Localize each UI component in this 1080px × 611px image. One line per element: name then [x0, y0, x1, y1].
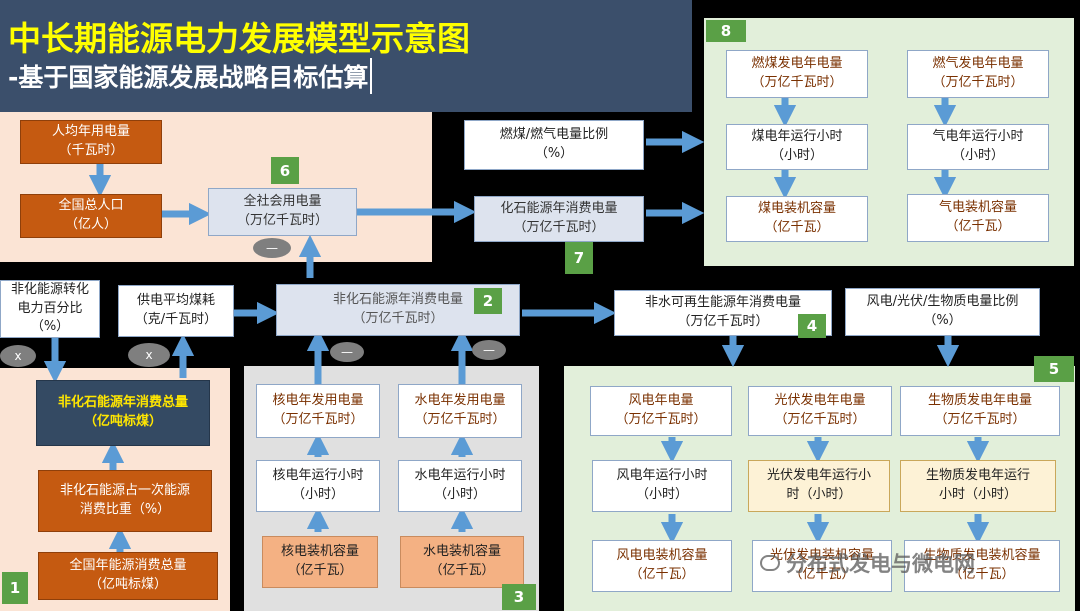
badge-4: 4	[798, 314, 826, 338]
badge-2: 2	[474, 288, 502, 314]
badge-5: 5	[1034, 356, 1074, 382]
page-title: 中长期能源电力发展模型示意图	[8, 19, 470, 58]
bio-hours-node: 生物质发电年运行 小时（小时）	[900, 460, 1056, 512]
watermark: 分布式发电与微电网	[760, 548, 975, 578]
supply-coal-consumption-node: 供电平均煤耗 （克/千瓦时）	[118, 285, 234, 337]
fossil-consumption-node: 化石能源年消费电量 （万亿千瓦时）	[474, 196, 644, 242]
population-node: 全国总人口 （亿人）	[20, 194, 162, 238]
bio-generation-node: 生物质发电年电量 （万亿千瓦时）	[900, 386, 1060, 436]
page-subtitle: -基于国家能源发展战略目标估算	[8, 58, 373, 94]
minus-operator-hydro: —	[472, 340, 506, 360]
badge-7: 7	[565, 242, 593, 274]
minus-operator: —	[253, 238, 291, 258]
coal-gas-ratio-node: 燃煤/燃气电量比例 （%）	[464, 120, 644, 170]
badge-1: 1	[2, 572, 28, 604]
chat-bubble-icon	[760, 555, 780, 571]
hydro-use-node: 水电年发用电量 （万亿千瓦时）	[398, 384, 522, 438]
wind-capacity-node: 风电电装机容量 （亿千瓦）	[592, 540, 732, 592]
national-total-node: 全国年能源消费总量 （亿吨标煤）	[38, 552, 218, 600]
hydro-capacity-node: 水电装机容量 （亿千瓦）	[400, 536, 524, 588]
pv-generation-node: 光伏发电年电量 （万亿千瓦时）	[748, 386, 892, 436]
nuclear-hours-node: 核电年运行小时 （小时）	[256, 460, 380, 512]
minus-operator-nuclear: —	[330, 342, 364, 362]
per-capita-power-node: 人均年用电量 （千瓦时）	[20, 120, 162, 164]
badge-3: 3	[502, 584, 536, 610]
coal-hours-node: 煤电年运行小时 （小时）	[726, 124, 868, 170]
nonfossil-share-node: 非化石能源占一次能源 消费比重（%）	[38, 470, 212, 532]
coal-capacity-node: 煤电装机容量 （亿千瓦）	[726, 196, 868, 242]
watermark-text: 分布式发电与微电网	[786, 552, 975, 576]
times-operator-coal: x	[128, 343, 170, 367]
badge-6: 6	[271, 157, 299, 184]
pv-hours-node: 光伏发电年运行小 时（小时）	[748, 460, 890, 512]
gas-hours-node: 气电年运行小时 （小时）	[907, 124, 1049, 170]
nonhydro-renewable-node: 非水可再生能源年消费电量 （万亿千瓦时）	[614, 290, 832, 336]
nuclear-capacity-node: 核电装机容量 （亿千瓦）	[262, 536, 378, 588]
badge-8: 8	[706, 20, 746, 42]
nonfossil-total-node: 非化石能源年消费总量 （亿吨标煤）	[36, 380, 210, 446]
wind-hours-node: 风电年运行小时 （小时）	[592, 460, 732, 512]
wind-solar-bio-ratio-node: 风电/光伏/生物质电量比例 （%）	[845, 288, 1040, 336]
hydro-hours-node: 水电年运行小时 （小时）	[398, 460, 522, 512]
nuclear-use-node: 核电年发用电量 （万亿千瓦时）	[256, 384, 380, 438]
bio-capacity-node: 生物质发电装机容量 （亿千瓦）	[904, 540, 1060, 592]
society-power-node: 全社会用电量 （万亿千瓦时）	[208, 188, 357, 236]
wind-generation-node: 风电年电量 （万亿千瓦时）	[590, 386, 732, 436]
nonfossil-conversion-node: 非化能源转化 电力百分比 （%）	[0, 280, 100, 338]
gas-capacity-node: 气电装机容量 （亿千瓦）	[907, 194, 1049, 242]
title-bar	[0, 0, 692, 112]
coal-generation-node: 燃煤发电年电量 （万亿千瓦时）	[726, 50, 868, 98]
times-operator-left: x	[0, 345, 36, 367]
gas-generation-node: 燃气发电年电量 （万亿千瓦时）	[907, 50, 1049, 98]
